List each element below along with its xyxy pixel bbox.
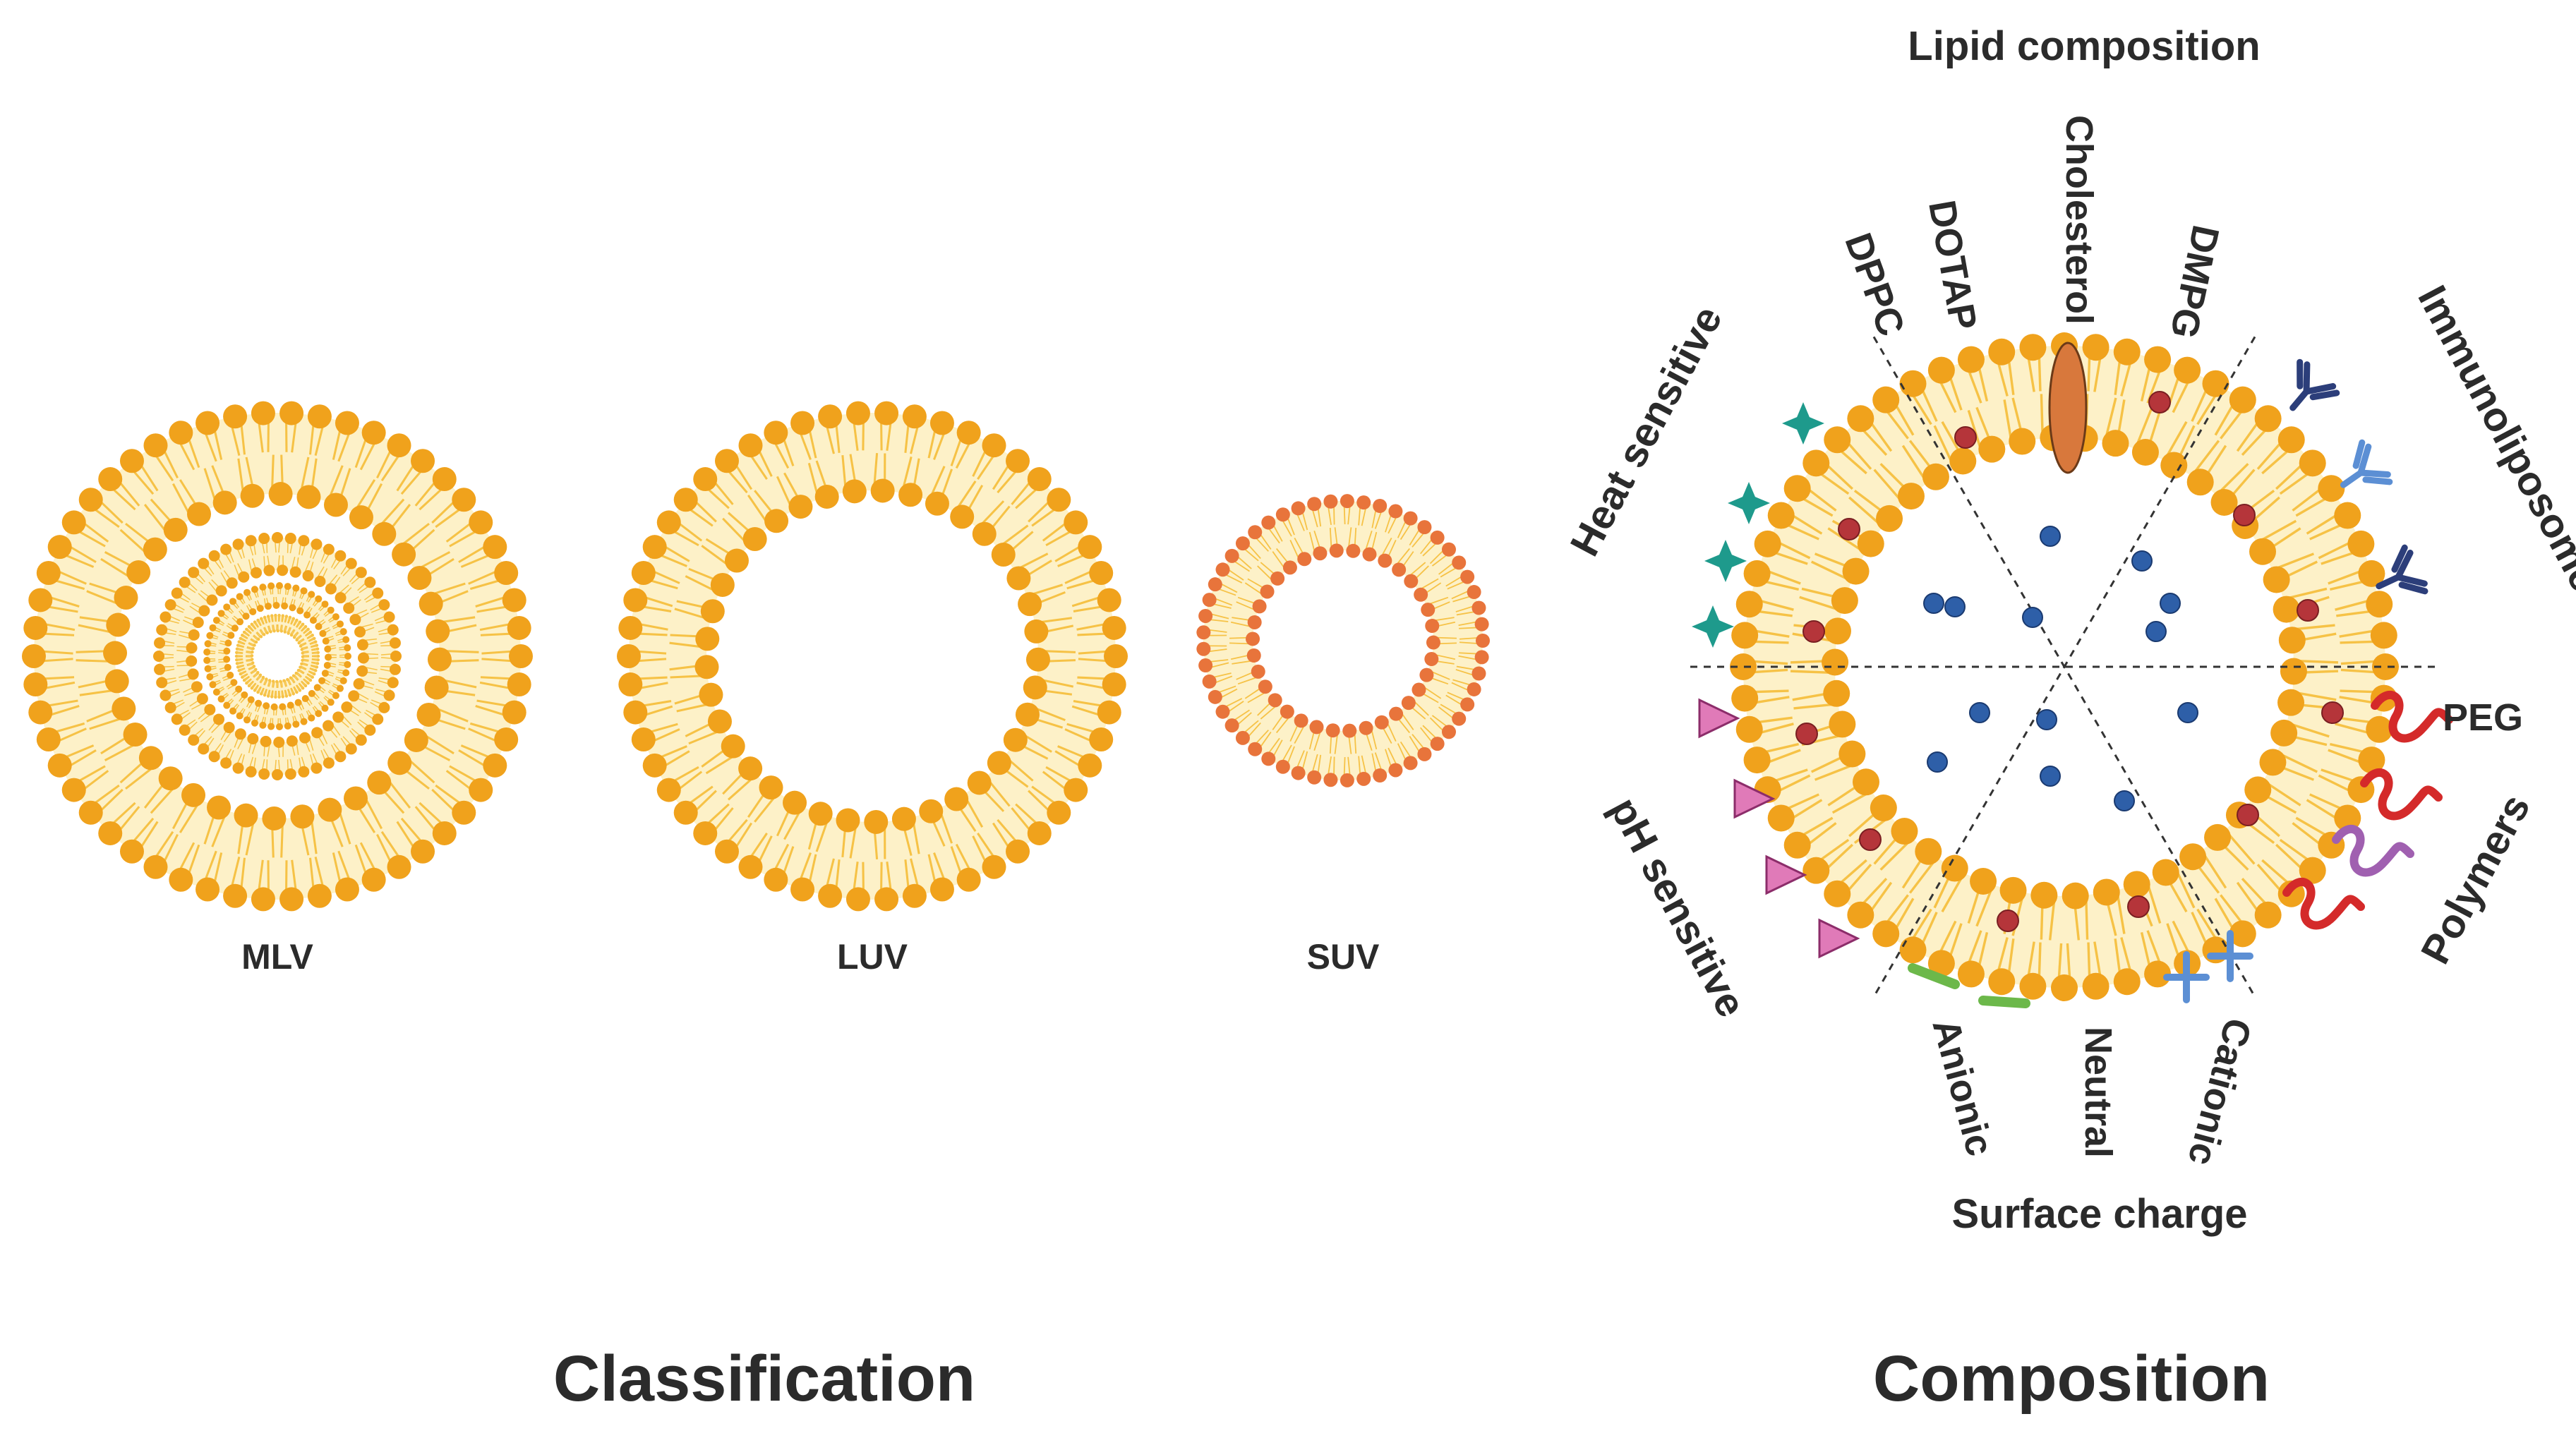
cholesterol-molecule [2048,342,2088,474]
lipid-heads [153,532,402,780]
membrane-drugs [1795,391,2344,932]
mlv-bilayer-3 [203,582,351,730]
membrane-core [34,413,521,900]
anionic-minus-icon [1908,963,1960,989]
antibody-icon [2340,439,2393,488]
luv-label: LUV [837,937,908,977]
cationic-plus-icon [2207,930,2253,982]
antibody-icon [2289,358,2340,411]
lipid-heads [234,613,320,699]
immunoliposome-markers [2289,358,2428,595]
ph-sensitive-label: pH sensitive [1601,790,1755,1025]
cationic-plus-icon [2163,951,2210,1003]
suv-vesicle [1196,494,1490,787]
antibody-icon [2376,544,2428,595]
polymers-label: Polymers [2412,787,2539,971]
immunoliposomes-label: Immunoliposomes [2409,278,2576,619]
composition-title: Composition [1873,1343,2270,1415]
composition-bilayer [1730,332,2399,1001]
ph-triangle-icon [1765,854,1807,895]
ph-triangle-icon [1698,698,1740,739]
membrane-core [1203,501,1483,780]
heat-star-icon [1704,540,1747,582]
sector-dividers [1690,336,2438,998]
ph-sensitive-markers [1698,698,1860,959]
ph-triangle-icon [1818,918,1860,959]
mlv-label: MLV [241,937,313,977]
ph-triangle-icon [1733,778,1776,819]
heat-sensitive-label: Heat sensitive [1562,298,1732,563]
vesicle-drawings [22,401,1490,912]
neutral-label: Neutral [2077,1027,2119,1158]
mlv-vesicle [22,401,533,912]
surface-charge-header: Surface charge [1951,1191,2247,1237]
heat-star-icon [1692,605,1734,648]
heat-star-icon [1728,482,1770,524]
cationic-label: Cationic [2179,1014,2259,1170]
heat-star-icon [1782,402,1824,445]
lipid-heads [617,401,1128,912]
surface-charge-markers [1908,930,2253,1008]
cholesterol-label: Cholesterol [2058,115,2100,325]
dppc-label: DPPC [1836,228,1913,342]
lipid-heads [1730,332,2399,1001]
polymer-chain-icon [2332,825,2414,877]
mlv-bilayer-2 [153,532,402,780]
anionic-label: Anionic [1924,1015,2001,1161]
peg-polymer-markers [2282,691,2453,930]
peg-chain-icon [2360,768,2443,821]
heat-sensitive-markers [1692,402,1824,648]
dmpg-label: DMPG [2162,222,2227,342]
membrane-core [236,615,318,697]
lipid-heads [22,401,533,912]
lipid-heads [1196,494,1490,787]
dotap-label: DOTAP [1920,197,1985,333]
mlv-bilayer-4 [234,613,320,699]
suv-bilayer [1196,494,1490,787]
classification-title: Classification [553,1343,975,1415]
core-drugs [1923,526,2198,811]
composition-drawing [1690,332,2453,1008]
suv-label: SUV [1307,937,1380,977]
luv-bilayer [617,401,1128,912]
peg-chain-icon [2282,878,2365,930]
peg-chain-icon [2371,691,2453,743]
lipid-composition-header: Lipid composition [1908,23,2260,69]
mlv-bilayer-1 [22,401,533,912]
anionic-minus-icon [1978,996,2030,1008]
peg-label: PEG [2443,696,2523,739]
lipid-heads [203,582,351,730]
luv-vesicle [617,401,1128,912]
